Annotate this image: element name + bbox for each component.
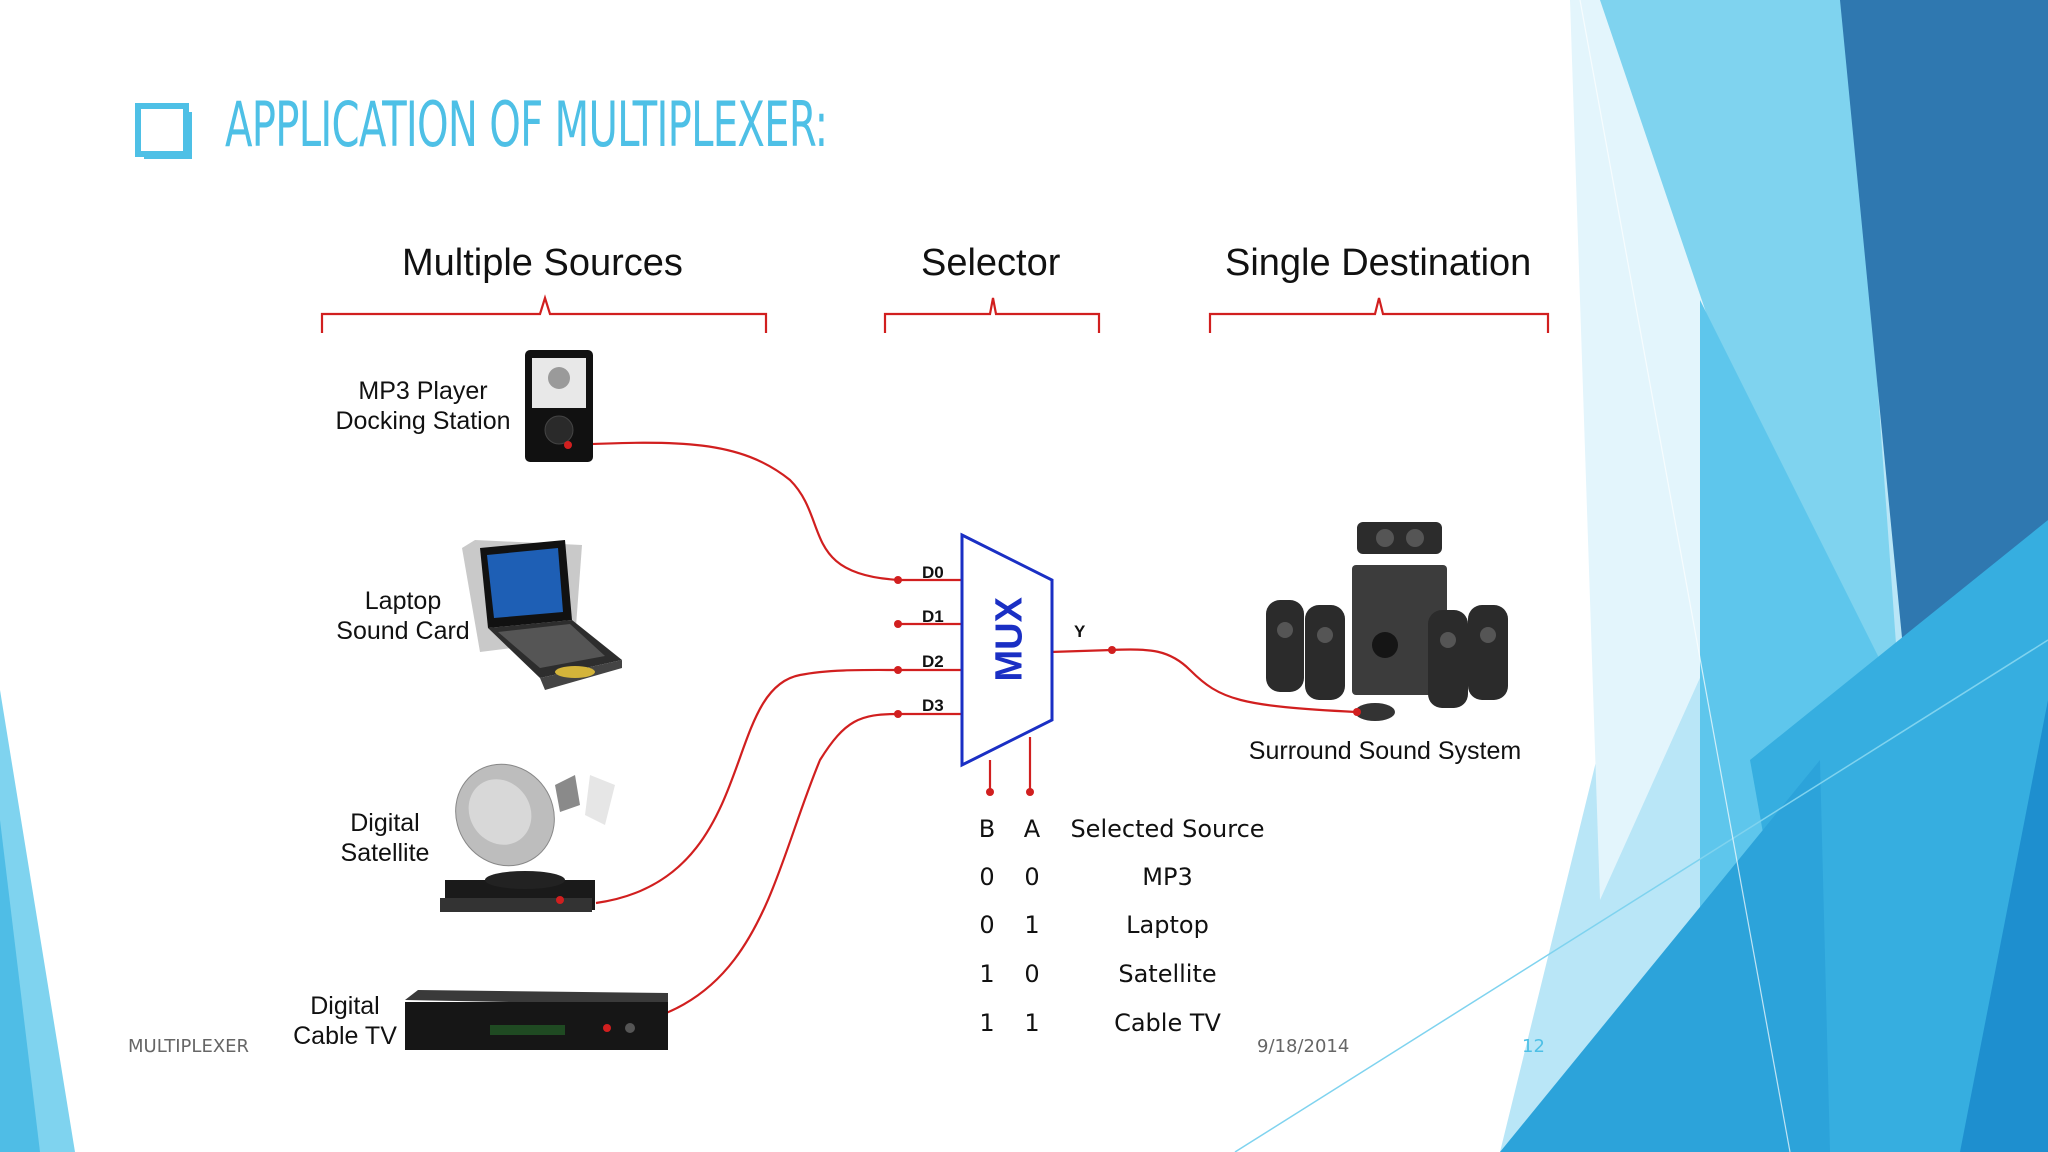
signal-wires xyxy=(567,441,1357,1030)
input-label-d2: D2 xyxy=(922,652,944,671)
cable-box-icon xyxy=(405,990,668,1050)
table-cell: 0 xyxy=(1024,863,1040,891)
destination-label: Surround Sound System xyxy=(1248,737,1522,765)
table-cell: Satellite xyxy=(1118,960,1217,988)
table-cell: Cable TV xyxy=(1114,1009,1221,1037)
speaker-system-icon xyxy=(1266,522,1508,721)
table-cell: 0 xyxy=(1024,960,1040,988)
table-cell: 0 xyxy=(979,863,995,891)
mp3-player-icon xyxy=(525,350,593,462)
table-header-b: B xyxy=(978,815,996,843)
source-label-cable-tv: Digital Cable TV xyxy=(293,992,397,1050)
mux-label: MUX xyxy=(988,597,1031,682)
table-cell: 1 xyxy=(1024,911,1040,939)
table-header-selected-source: Selected Source xyxy=(1070,815,1265,843)
header-selector: Selector xyxy=(921,242,1061,284)
table-cell: Laptop xyxy=(1126,911,1209,939)
page-title: APPLICATION OF MULTIPLEXER: xyxy=(225,88,828,161)
mux-block xyxy=(960,532,1054,768)
checkbox-bullet-icon xyxy=(135,103,192,159)
input-label-d1: D1 xyxy=(922,607,944,626)
table-cell: 1 xyxy=(979,960,995,988)
footer-title: MULTIPLEXER xyxy=(128,1036,250,1057)
footer-date: 9/18/2014 xyxy=(1257,1036,1350,1057)
header-braces xyxy=(320,294,1550,333)
source-label-laptop: Laptop Sound Card xyxy=(336,587,470,645)
table-cell: 1 xyxy=(979,1009,995,1037)
table-header-a: A xyxy=(1023,815,1041,843)
header-multiple-sources: Multiple Sources xyxy=(402,242,683,284)
page-number: 12 xyxy=(1522,1036,1545,1057)
table-cell: MP3 xyxy=(1142,863,1193,891)
output-label-y: Y xyxy=(1074,622,1086,641)
satellite-dish-icon xyxy=(440,763,615,912)
header-single-destination: Single Destination xyxy=(1225,242,1532,284)
laptop-icon xyxy=(462,540,622,690)
source-label-mp3: MP3 Player Docking Station xyxy=(335,377,511,435)
input-label-d3: D3 xyxy=(922,696,944,715)
wire-endpoints xyxy=(894,576,1116,796)
table-cell: 0 xyxy=(979,911,995,939)
source-label-satellite: Digital Satellite xyxy=(340,809,430,867)
table-cell: 1 xyxy=(1024,1009,1040,1037)
input-label-d0: D0 xyxy=(922,563,944,582)
